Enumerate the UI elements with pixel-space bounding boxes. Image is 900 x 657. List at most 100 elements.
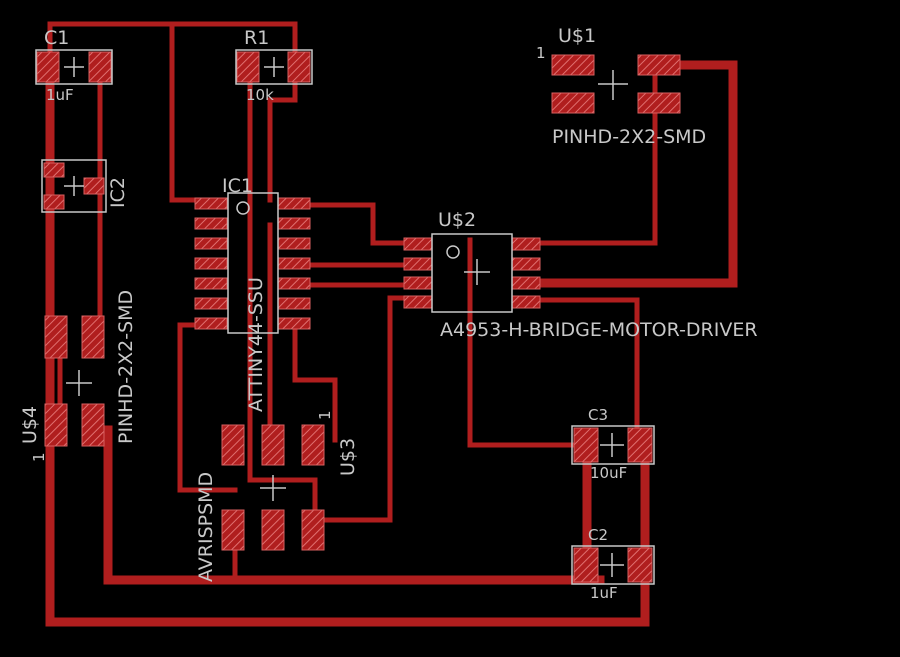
c3-body (571, 425, 655, 465)
pad (194, 317, 228, 330)
origin-cross (64, 176, 84, 196)
pad (194, 217, 228, 230)
ic2-body (41, 159, 107, 213)
label-c2: C2 (588, 526, 608, 544)
label-u2: U$2 (438, 209, 476, 231)
pad (511, 276, 541, 290)
pad (287, 51, 311, 83)
pad (627, 547, 653, 583)
label-avrisp: AVRISPSMD (195, 472, 217, 582)
pad (637, 92, 681, 114)
origin-cross (600, 553, 624, 577)
pad (277, 277, 311, 290)
pad (44, 315, 68, 359)
trace-ic1-u3 (292, 322, 338, 443)
pad (221, 509, 245, 551)
ic1-pads (194, 197, 311, 330)
label-r1: R1 (244, 27, 269, 49)
pad (277, 197, 311, 210)
c2-body (571, 545, 655, 585)
label-u1-pin: 1 (536, 44, 546, 62)
trace-u1-loop (520, 60, 738, 288)
pad (81, 403, 105, 447)
pad (81, 315, 105, 359)
pad (194, 297, 228, 310)
label-c1: C1 (44, 27, 69, 49)
pad (261, 509, 285, 551)
label-u4-value: PINHD-2X2-SMD (115, 290, 137, 444)
pad (511, 295, 541, 309)
label-ic1-value: ATTINY44-SSU (245, 277, 267, 412)
label-ic2: IC2 (107, 177, 129, 208)
pad (194, 237, 228, 250)
trace-ic1-u2-a (287, 202, 413, 246)
pad (301, 424, 325, 466)
label-u3-pin: 1 (316, 410, 334, 420)
ic1-pin1-marker (236, 201, 250, 215)
trace-outer-loop (45, 63, 650, 627)
label-u1: U$1 (558, 25, 596, 47)
r1-body (235, 49, 313, 85)
origin-cross (598, 70, 628, 100)
pad (551, 92, 595, 114)
trace-u2-avr (317, 295, 413, 523)
pad (194, 277, 228, 290)
pad (221, 424, 245, 466)
trace-top-ic1 (169, 21, 208, 203)
pad (403, 237, 433, 251)
ic1-body (227, 192, 279, 334)
origin-cross (600, 433, 624, 457)
pad (261, 424, 285, 466)
silkscreen (35, 49, 655, 585)
pad (573, 427, 599, 463)
origin-cross (66, 370, 92, 396)
label-c2-value: 1uF (590, 584, 618, 602)
u2-body (431, 233, 513, 313)
label-c3-value: 10uF (590, 464, 627, 482)
pad (236, 51, 260, 83)
trace-u2-right-top (522, 62, 658, 246)
pad (573, 547, 599, 583)
pad (88, 51, 112, 83)
pads (36, 51, 681, 583)
pad (637, 54, 681, 76)
u2-pin1-marker (446, 245, 460, 259)
pad (511, 237, 541, 251)
pad (301, 509, 325, 551)
origin-cross (264, 57, 284, 77)
trace-u2-c3 (467, 237, 590, 448)
pad (551, 54, 595, 76)
pad (36, 51, 60, 83)
pad (194, 197, 228, 210)
trace-bottom-loop (103, 425, 605, 585)
pad (43, 162, 65, 178)
origin-cross (464, 259, 490, 285)
pad (277, 217, 311, 230)
label-u4: U$4 (19, 406, 41, 444)
pad (277, 297, 311, 310)
label-r1-value: 10k (246, 86, 274, 104)
pad (277, 237, 311, 250)
trace-r1-down (247, 65, 318, 528)
label-u3: U$3 (337, 438, 359, 476)
label-u2-value: A4953-H-BRIDGE-MOTOR-DRIVER (440, 319, 758, 341)
pad (403, 295, 433, 309)
pad (277, 257, 311, 270)
pad (511, 257, 541, 271)
trace-u2-right-bottom (522, 297, 640, 448)
label-c3: C3 (588, 406, 608, 424)
trace-ic1-avr-left (177, 322, 238, 493)
labels: C1 1uF R1 10k IC2 IC1 ATTINY44-SSU U$1 1… (19, 25, 758, 602)
origin-cross (64, 57, 84, 77)
pad (194, 257, 228, 270)
label-u1-value: PINHD-2X2-SMD (552, 126, 706, 148)
label-u4-pin: 1 (30, 452, 48, 462)
pad (83, 177, 105, 195)
pad (403, 276, 433, 290)
c1-body (35, 49, 113, 85)
pad (403, 257, 433, 271)
label-ic1: IC1 (222, 175, 253, 197)
origin-cross (260, 475, 286, 501)
traces (45, 21, 738, 627)
